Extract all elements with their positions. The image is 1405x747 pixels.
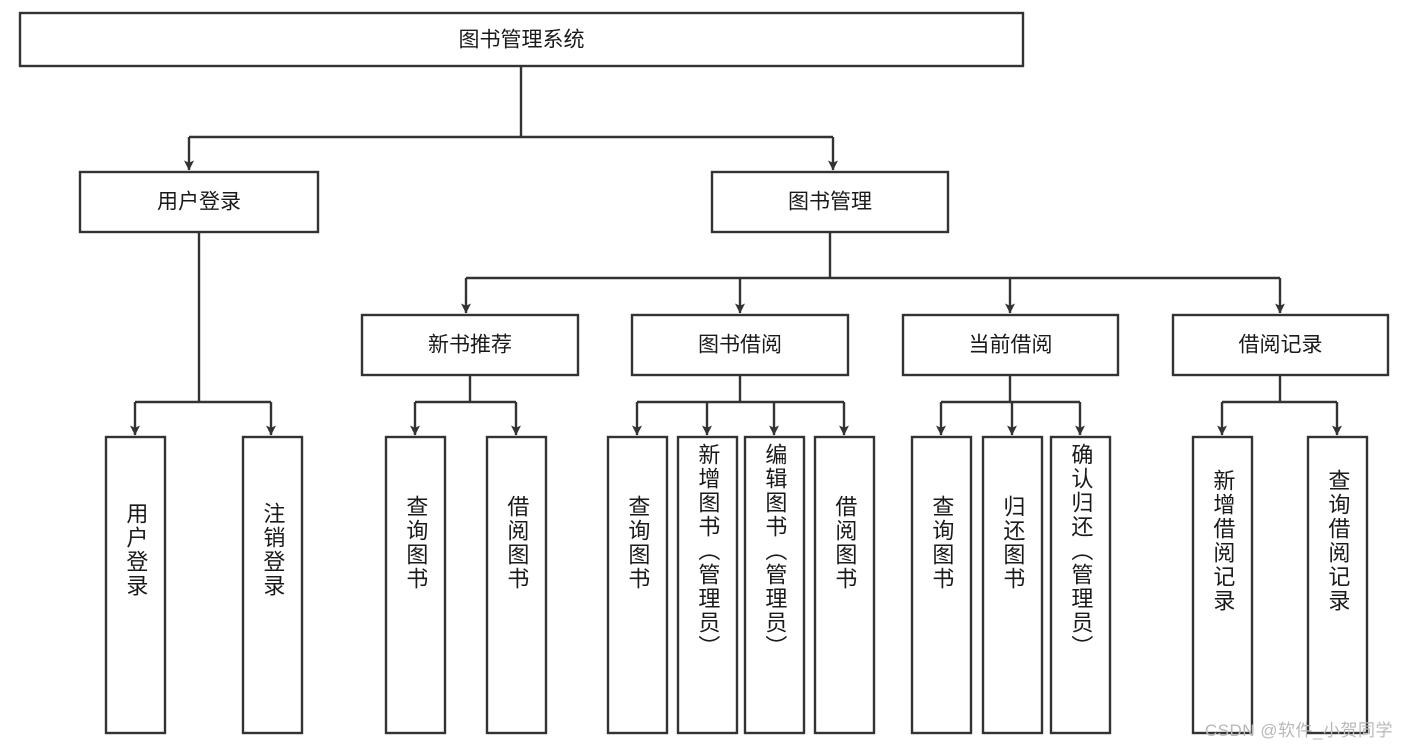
node-user-login[interactable]: 用户登录: [78, 170, 320, 234]
connector-bookborrow-to-leaves: [632, 375, 849, 436]
node-leaf-logout[interactable]: [241, 435, 304, 735]
node-leaf-return-book[interactable]: [981, 435, 1044, 735]
node-new-book-recommend[interactable]: 新书推荐: [360, 313, 580, 377]
connector-userlogin-to-leaves: [130, 232, 276, 436]
node-book-borrow-label: 图书借阅: [698, 334, 782, 357]
node-leaf-query-record[interactable]: [1306, 435, 1369, 735]
node-leaf-add-book[interactable]: [676, 435, 739, 735]
node-leaf-borrow-book[interactable]: [813, 435, 876, 735]
node-leaf-borrow-books-recommend[interactable]: [485, 435, 548, 735]
leaf-boxes: [104, 435, 1369, 735]
node-root[interactable]: 图书管理系统: [18, 11, 1025, 68]
node-user-login-label: 用户登录: [157, 191, 241, 214]
node-leaf-confirm-return[interactable]: [1049, 435, 1112, 735]
node-borrow-records-label: 借阅记录: [1239, 334, 1323, 357]
node-leaf-query-books-borrow[interactable]: [606, 435, 669, 735]
connector-records-to-leaves: [1217, 375, 1342, 436]
node-leaf-add-record[interactable]: [1191, 435, 1254, 735]
node-borrow-records[interactable]: 借阅记录: [1171, 313, 1390, 377]
node-leaf-edit-book[interactable]: [743, 435, 806, 735]
node-current-borrow-label: 当前借阅: [969, 334, 1053, 357]
node-current-borrow[interactable]: 当前借阅: [901, 313, 1120, 377]
connector-currentborrow-to-leaves: [936, 375, 1085, 436]
node-root-label: 图书管理系统: [459, 29, 585, 52]
node-leaf-user-login[interactable]: [104, 435, 167, 735]
node-leaf-query-books-recommend[interactable]: [384, 435, 447, 735]
csdn-watermark: CSDN @软件_小贺同学: [1204, 721, 1393, 740]
node-book-management[interactable]: 图书管理: [710, 170, 950, 234]
connector-bookmgmt-to-level3: [461, 232, 1285, 314]
connector-recommend-to-leaves: [410, 375, 521, 436]
connector-root-to-level2: [184, 66, 838, 171]
node-book-management-label: 图书管理: [788, 191, 872, 214]
node-new-book-recommend-label: 新书推荐: [428, 334, 512, 357]
node-book-borrow[interactable]: 图书借阅: [630, 313, 850, 377]
node-leaf-query-books-current[interactable]: [910, 435, 973, 735]
